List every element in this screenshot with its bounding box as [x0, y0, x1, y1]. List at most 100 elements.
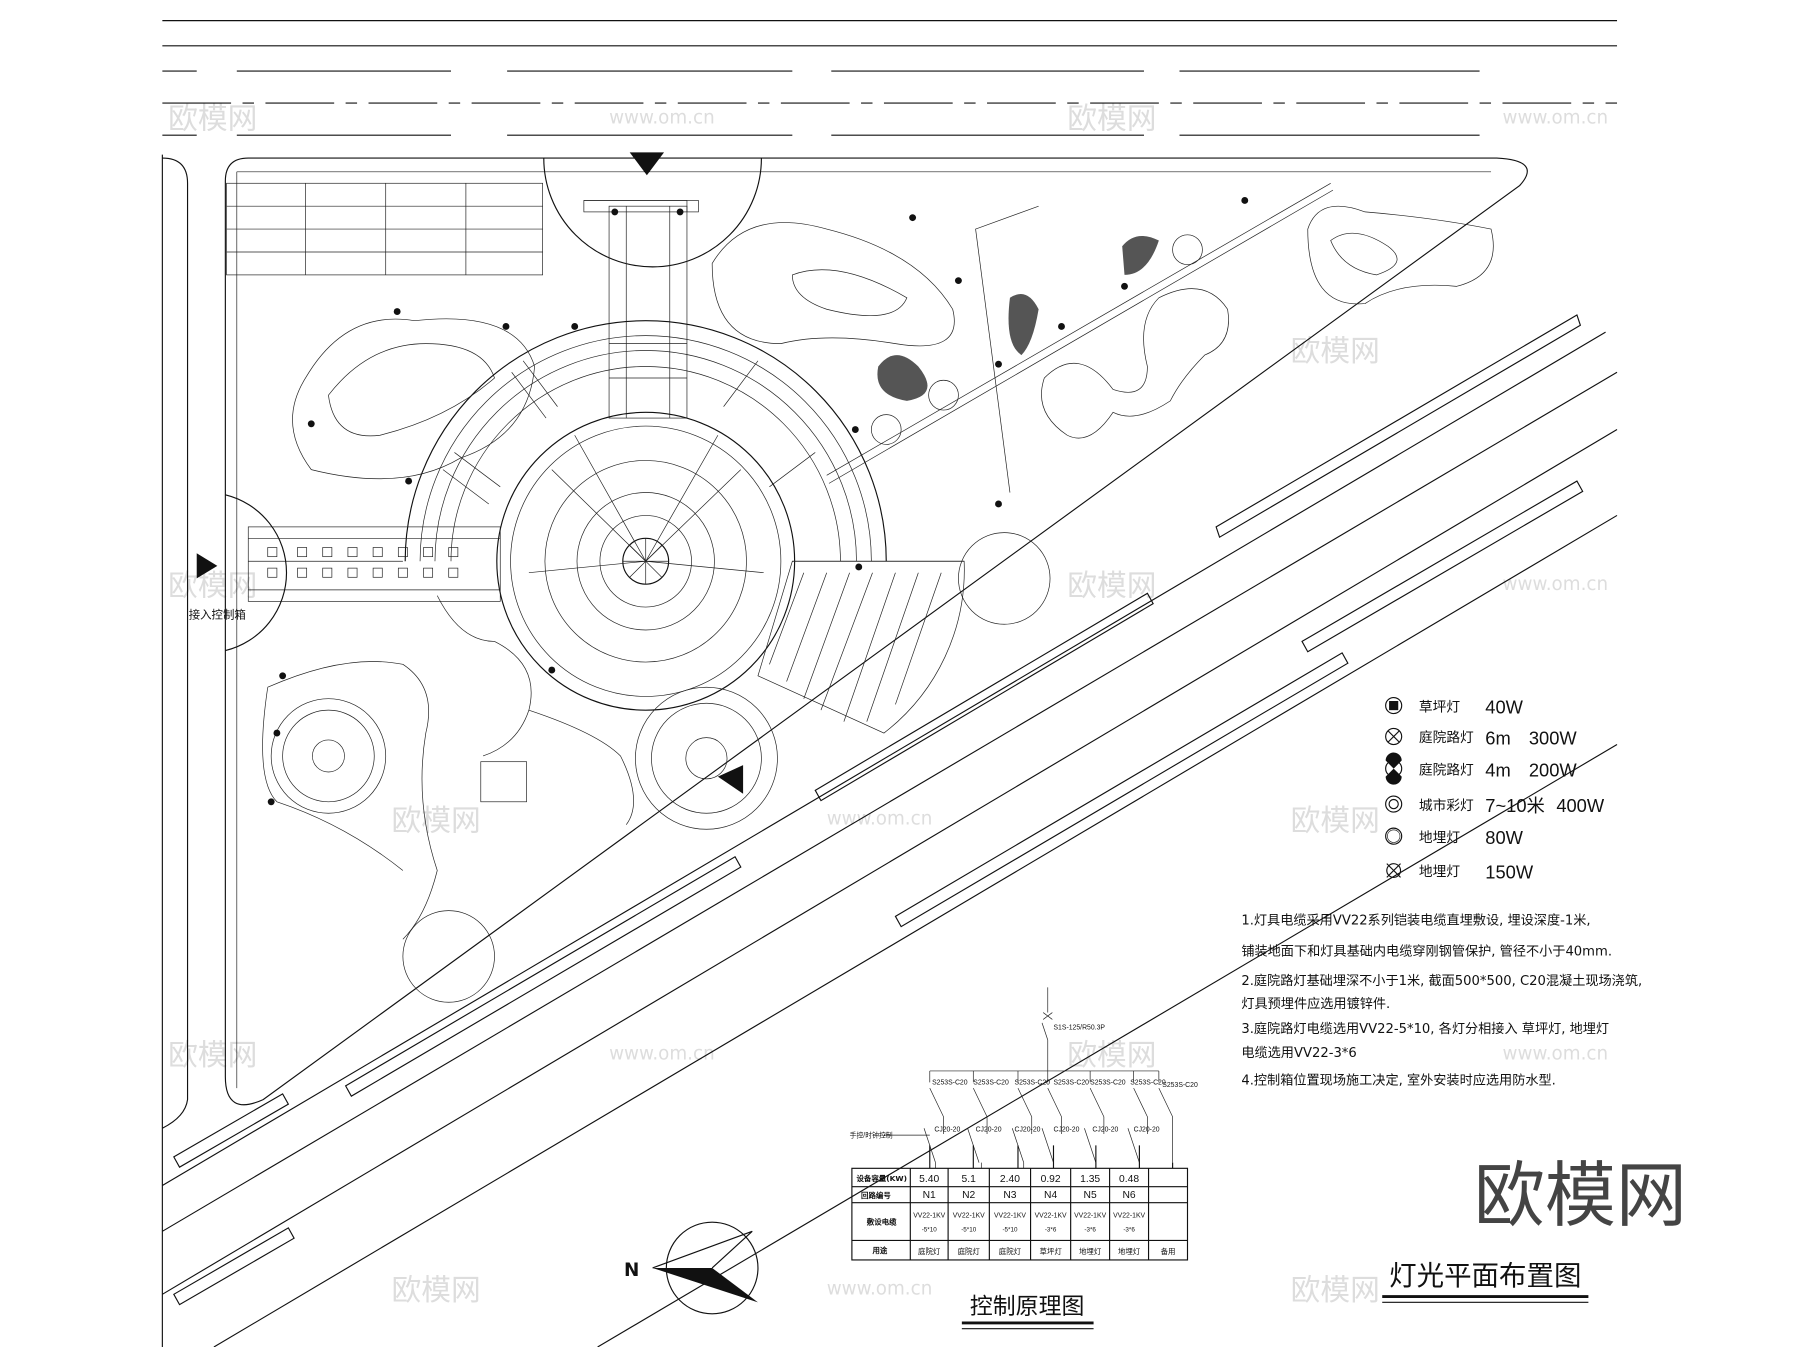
table-cell-cable-2: -3*6 — [1123, 1226, 1135, 1233]
branch-breaker-label: S253S-C20 — [1130, 1080, 1166, 1087]
landscape-ponds — [262, 205, 1494, 940]
watermark-url: www.om.cn — [609, 1044, 715, 1065]
table-cell-capacity: 2.40 — [1000, 1174, 1020, 1185]
control-diagram-title: 控制原理图 — [970, 1294, 1084, 1320]
legend-name: 地埋灯 — [1419, 830, 1460, 846]
control-mode-label: 手控/时钟控制 — [850, 1130, 893, 1139]
note-line: 电缆选用VV22-3*6 — [1241, 1045, 1356, 1061]
hatched-lawn — [757, 560, 965, 734]
watermark-url: www.om.cn — [827, 809, 933, 830]
lamp-legend: 草坪灯 40W 庭院路灯 6m 300W 庭院路灯 4m 200W 城市彩灯 7… — [1385, 697, 1605, 883]
table-cell-usage: 庭院灯 — [918, 1246, 941, 1256]
watermark: 欧模网 — [1291, 334, 1380, 369]
table-cell-usage: 备用 — [1161, 1246, 1176, 1256]
contactor-label: CJ20-20 — [1134, 1127, 1160, 1134]
courtyard-lamp-6m-icon — [1385, 727, 1403, 746]
plaza-radial-pattern — [528, 435, 764, 574]
round-plazas — [270, 532, 1051, 1003]
table-cell-cable-2: -5*10 — [1002, 1226, 1018, 1233]
watermark: 欧模网 — [391, 803, 480, 838]
legend-name: 城市彩灯 — [1419, 797, 1474, 814]
cable-route — [826, 182, 1334, 484]
table-cell-capacity: 5.40 — [919, 1174, 939, 1185]
branch-breaker-label: S253S-C20 — [1053, 1080, 1089, 1087]
entrance-arrow-icon — [629, 152, 665, 176]
central-plaza — [248, 320, 965, 711]
contactor-label: CJ20-20 — [976, 1127, 1002, 1134]
table-cell-cable-1: VV22-1KV — [1074, 1213, 1106, 1220]
control-circuit: S1S-125/R50.3P S253S-C20 S253S-C20 S253S… — [850, 987, 1198, 1169]
table-cell-cable-2: -3*6 — [1084, 1226, 1096, 1233]
note-line: 铺装地面下和灯具基础内电缆穿刚钢管保护, 管径不小于40mm. — [1241, 943, 1612, 959]
contactor-label: CJ20-20 — [1053, 1127, 1079, 1134]
legend-name: 庭院路灯 — [1419, 729, 1474, 746]
table-cell-capacity: 0.92 — [1041, 1174, 1061, 1185]
watermark-url: www.om.cn — [609, 108, 715, 129]
courtyard-lamp-4m-icon — [1385, 752, 1403, 785]
legend-power: 300W — [1529, 728, 1578, 749]
table-cell-capacity: 5.1 — [962, 1174, 977, 1185]
table-cell-capacity: 1.35 — [1080, 1174, 1100, 1185]
contactor-label: CJ20-20 — [1092, 1127, 1118, 1134]
table-cell-cable-1: VV22-1KV — [953, 1213, 985, 1220]
north-arrow-icon: N — [624, 1221, 759, 1315]
legend-spec: 6m — [1485, 728, 1510, 749]
legend-power: 150W — [1485, 862, 1534, 883]
table-cell-circuit-no: N1 — [923, 1190, 936, 1201]
table-cell-usage: 庭院灯 — [958, 1246, 981, 1256]
top-road — [162, 20, 1618, 136]
table-cell-cable-1: VV22-1KV — [1035, 1213, 1067, 1220]
contactor-label: CJ20-20 — [1015, 1127, 1041, 1134]
buried-lamp-150-icon — [1386, 863, 1402, 878]
watermark: 欧模网 — [168, 101, 257, 136]
legend-name: 草坪灯 — [1419, 699, 1460, 715]
west-walkway — [247, 526, 501, 602]
table-cell-circuit-no: N6 — [1122, 1190, 1135, 1201]
park-site: 接入控制箱 — [189, 152, 1528, 1106]
entry-label: 接入控制箱 — [189, 608, 246, 622]
table-cell-cable-1: VV22-1KV — [994, 1213, 1026, 1220]
table-cell-usage: 地埋灯 — [1079, 1246, 1102, 1256]
table-cell-cable-1: VV22-1KV — [1113, 1213, 1145, 1220]
row-header: 用途 — [873, 1245, 888, 1255]
table-cell-cable-2: -5*10 — [961, 1226, 977, 1233]
legend-spec: 7~10米 — [1485, 795, 1545, 816]
buried-lamp-80-icon — [1385, 827, 1403, 845]
table-cell-circuit-no: N3 — [1003, 1190, 1016, 1201]
north-letter: N — [624, 1260, 639, 1281]
legend-spec: 4m — [1485, 760, 1510, 781]
branch-breaker-label: S253S-C20 — [932, 1080, 968, 1087]
row-header: 回路编号 — [861, 1190, 891, 1200]
legend-power: 200W — [1529, 760, 1578, 781]
legend-power: 400W — [1556, 795, 1605, 816]
watermark: 欧模网 — [168, 1038, 257, 1073]
note-line: 3.庭院路灯电缆选用VV22-5*10, 各灯分相接入 草坪灯, 地埋灯 — [1241, 1020, 1609, 1037]
branch-breaker-label: S253S-C20 — [1090, 1080, 1126, 1087]
watermark: 欧模网 — [168, 569, 257, 604]
watermark: 欧模网 — [1067, 1038, 1156, 1073]
table-cell-cable-2: -5*10 — [922, 1226, 938, 1233]
table-cell-circuit-no: N5 — [1084, 1190, 1097, 1201]
main-breaker-label: S1S-125/R50.3P — [1053, 1025, 1105, 1032]
lamp-markers — [267, 197, 1249, 806]
design-notes: 1.灯具电缆采用VV22系列铠装电缆直埋敷设, 埋设深度-1米, 铺装地面下和灯… — [1241, 912, 1642, 1088]
table-cell-usage: 草坪灯 — [1039, 1246, 1062, 1256]
legend-power: 80W — [1485, 827, 1523, 848]
note-line: 4.控制箱位置现场施工决定, 室外安装时应选用防水型. — [1241, 1072, 1556, 1089]
table-cell-circuit-no: N2 — [962, 1190, 975, 1201]
watermark-url: www.om.cn — [1502, 1044, 1608, 1065]
branch-breaker-label: S253S-C20 — [1015, 1080, 1051, 1087]
table-cell-circuit-no: N4 — [1044, 1190, 1057, 1201]
entrance-arrow-icon — [196, 553, 218, 579]
watermark-url: www.om.cn — [1502, 574, 1608, 595]
watermark: 欧模网 — [1067, 101, 1156, 136]
diagonal-road — [162, 314, 1618, 1347]
table-cell-cable-2: -3*6 — [1045, 1226, 1057, 1233]
parking-area — [226, 182, 543, 276]
watermark: 欧模网 — [391, 1273, 480, 1308]
row-header: 设备容量(KW) — [856, 1173, 907, 1183]
watermark-url: www.om.cn — [827, 1278, 933, 1299]
watermark: 欧模网 — [1067, 569, 1156, 604]
